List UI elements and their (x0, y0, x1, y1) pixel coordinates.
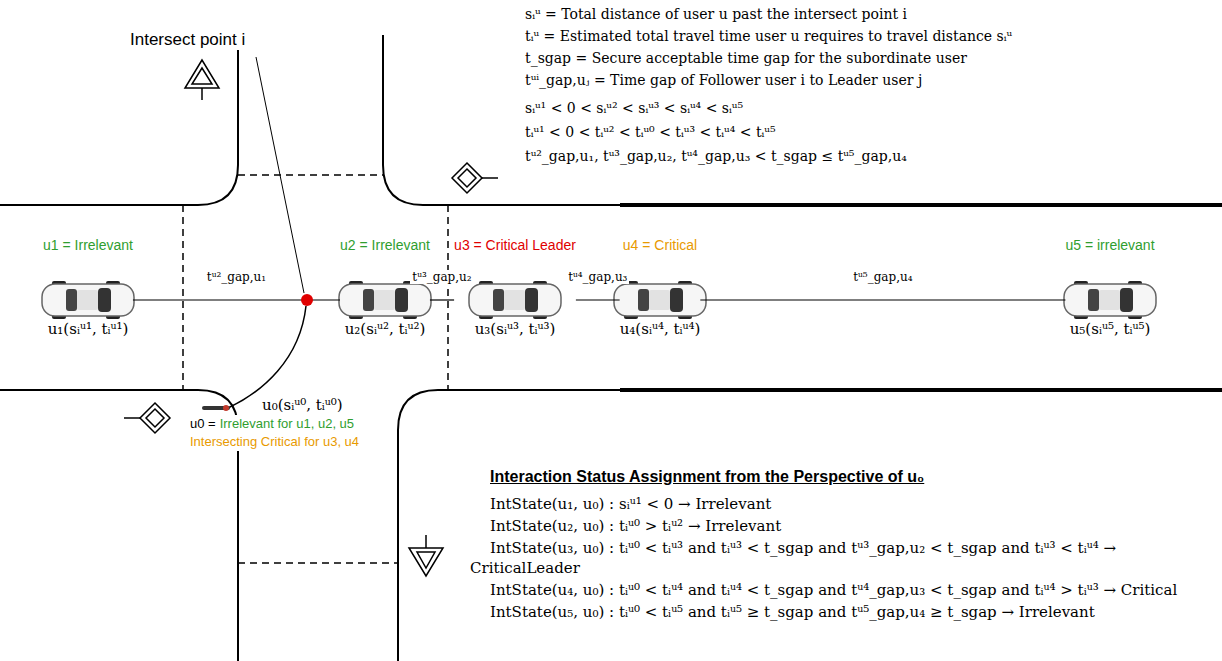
curb-line (0, 390, 238, 661)
cyclist-path (228, 306, 306, 408)
cyclist-icon (204, 406, 228, 410)
priority-sign (452, 163, 482, 193)
inequality-text: tᵢᵘ¹ < 0 < tᵢᵘ² < tᵢᵘ⁰ < tᵢᵘ³ < tᵢᵘ⁴ < t… (525, 124, 776, 140)
cyclist-node: u₀(sᵢᵘ⁰, tᵢᵘ⁰) u0 =Irrelevant for u1, u2,… (190, 396, 359, 451)
thick-curb (620, 203, 1222, 207)
status-label: u4 = Critical (620, 236, 701, 254)
vehicle-node: u2 = Irrelevant u₂(sᵢᵘ², tᵢᵘ²) (340, 236, 430, 338)
gap-line (430, 299, 454, 300)
rule-text: IntState(u₄, u₀) : tᵢᵘ⁰ < tᵢᵘ⁴ and tᵢᵘ⁴ … (470, 580, 1215, 600)
intersect-point (301, 294, 313, 306)
priority-sign (140, 403, 170, 433)
car-u5 (1064, 281, 1156, 319)
car-u3 (469, 281, 561, 319)
user-label: u₀(sᵢᵘ⁰, tᵢᵘ⁰) (262, 396, 359, 414)
sign-post (201, 88, 203, 100)
car-u4 (614, 281, 706, 319)
definition-text: tᵘⁱ_gap,uⱼ = Time gap of Follower user i… (525, 72, 922, 88)
gap-line (700, 299, 1065, 300)
user-label: Irrelevant for u1, u2, u5 (220, 415, 354, 433)
user-label: u₁(sᵢᵘ¹, tᵢᵘ¹) (43, 320, 133, 338)
car-u2 (339, 281, 431, 319)
rule-text: IntState(u₅, u₀) : tᵢᵘ⁰ < tᵢᵘ⁵ and tᵢᵘ⁵ … (470, 602, 1215, 622)
vehicle-node: u1 = Irrelevant u₁(sᵢᵘ¹, tᵢᵘ¹) (43, 236, 133, 338)
inequality-text: tᵘ²_gap,u₁, tᵘ³_gap,u₂, tᵘ⁴_gap,u₃ < t_s… (525, 148, 907, 164)
gap-line (576, 299, 620, 300)
cyclist-icon (223, 405, 229, 411)
status-label: u3 = Critical Leader (454, 236, 576, 254)
user-label: u₅(sᵢᵘ⁵, tᵢᵘ⁵) (1065, 320, 1154, 338)
gap-label: tᵘ³_gap,u₂ (410, 270, 473, 284)
gap-label: tᵘ²_gap,u₁ (205, 270, 268, 284)
sign-post (124, 417, 140, 419)
rule-text: IntState(u₂, u₀) : tᵢᵘ⁰ > tᵢᵘ² → Irrelev… (470, 516, 1215, 536)
priority-sign (146, 409, 164, 427)
gap-label: tᵘ⁴_gap,u₃ (566, 270, 629, 284)
vehicle-node: u5 = irrelevant u₅(sᵢᵘ⁵, tᵢᵘ⁵) (1065, 236, 1154, 338)
vehicle-node: u3 = Critical Leader u₃(sᵢᵘ³, tᵢᵘ³) (454, 236, 576, 338)
leader-line (256, 57, 304, 293)
car-u1 (42, 281, 134, 319)
yield-sign (417, 552, 435, 568)
definition-text: t_sgap = Secure acceptable time gap for … (525, 50, 967, 66)
yield-sign (185, 60, 219, 88)
section-heading: Interaction Status Assignment from the P… (490, 468, 924, 486)
definition-text: tᵢᵘ = Estimated total travel time user u… (525, 28, 1012, 44)
gap-label: tᵘ⁵_gap,u₄ (851, 270, 914, 284)
definition-text: sᵢᵘ = Total distance of user u past the … (525, 6, 907, 22)
status-label: u5 = irrelevant (1065, 236, 1154, 254)
rule-text: IntState(u₃, u₀) : tᵢᵘ⁰ < tᵢᵘ³ and tᵢᵘ³ … (470, 538, 1215, 578)
status-label: u1 = Irrelevant (43, 236, 133, 254)
yield-sign (192, 68, 212, 84)
yield-sign (409, 548, 443, 576)
curb-line (0, 35, 238, 205)
user-label: Intersecting Critical for u3, u4 (190, 433, 359, 451)
inequality-text: sᵢᵘ¹ < 0 < sᵢᵘ² < sᵢᵘ³ < sᵢᵘ⁴ < sᵢᵘ⁵ (525, 100, 743, 116)
stop-line (238, 174, 383, 176)
curb-line (398, 390, 1222, 661)
user-label: u0 = (190, 415, 216, 433)
rule-text: IntState(u₁, u₀) : sᵢᵘ¹ < 0 → Irrelevant (470, 494, 1215, 514)
user-label: u₃(sᵢᵘ³, tᵢᵘ³) (454, 320, 576, 338)
status-label: u2 = Irrelevant (340, 236, 430, 254)
curb-line (383, 35, 1222, 205)
sign-post (482, 177, 498, 179)
user-label: u₄(sᵢᵘ⁴, tᵢᵘ⁴) (620, 320, 701, 338)
callout-label: Intersect point i (130, 30, 245, 50)
sign-post (425, 535, 427, 548)
user-label: u₂(sᵢᵘ², tᵢᵘ²) (340, 320, 430, 338)
vehicle-node: u4 = Critical u₄(sᵢᵘ⁴, tᵢᵘ⁴) (620, 236, 701, 338)
stop-line (182, 205, 184, 390)
stop-line (238, 562, 398, 564)
priority-sign (458, 169, 476, 187)
thick-curb (620, 388, 1222, 392)
stop-line (447, 205, 449, 390)
